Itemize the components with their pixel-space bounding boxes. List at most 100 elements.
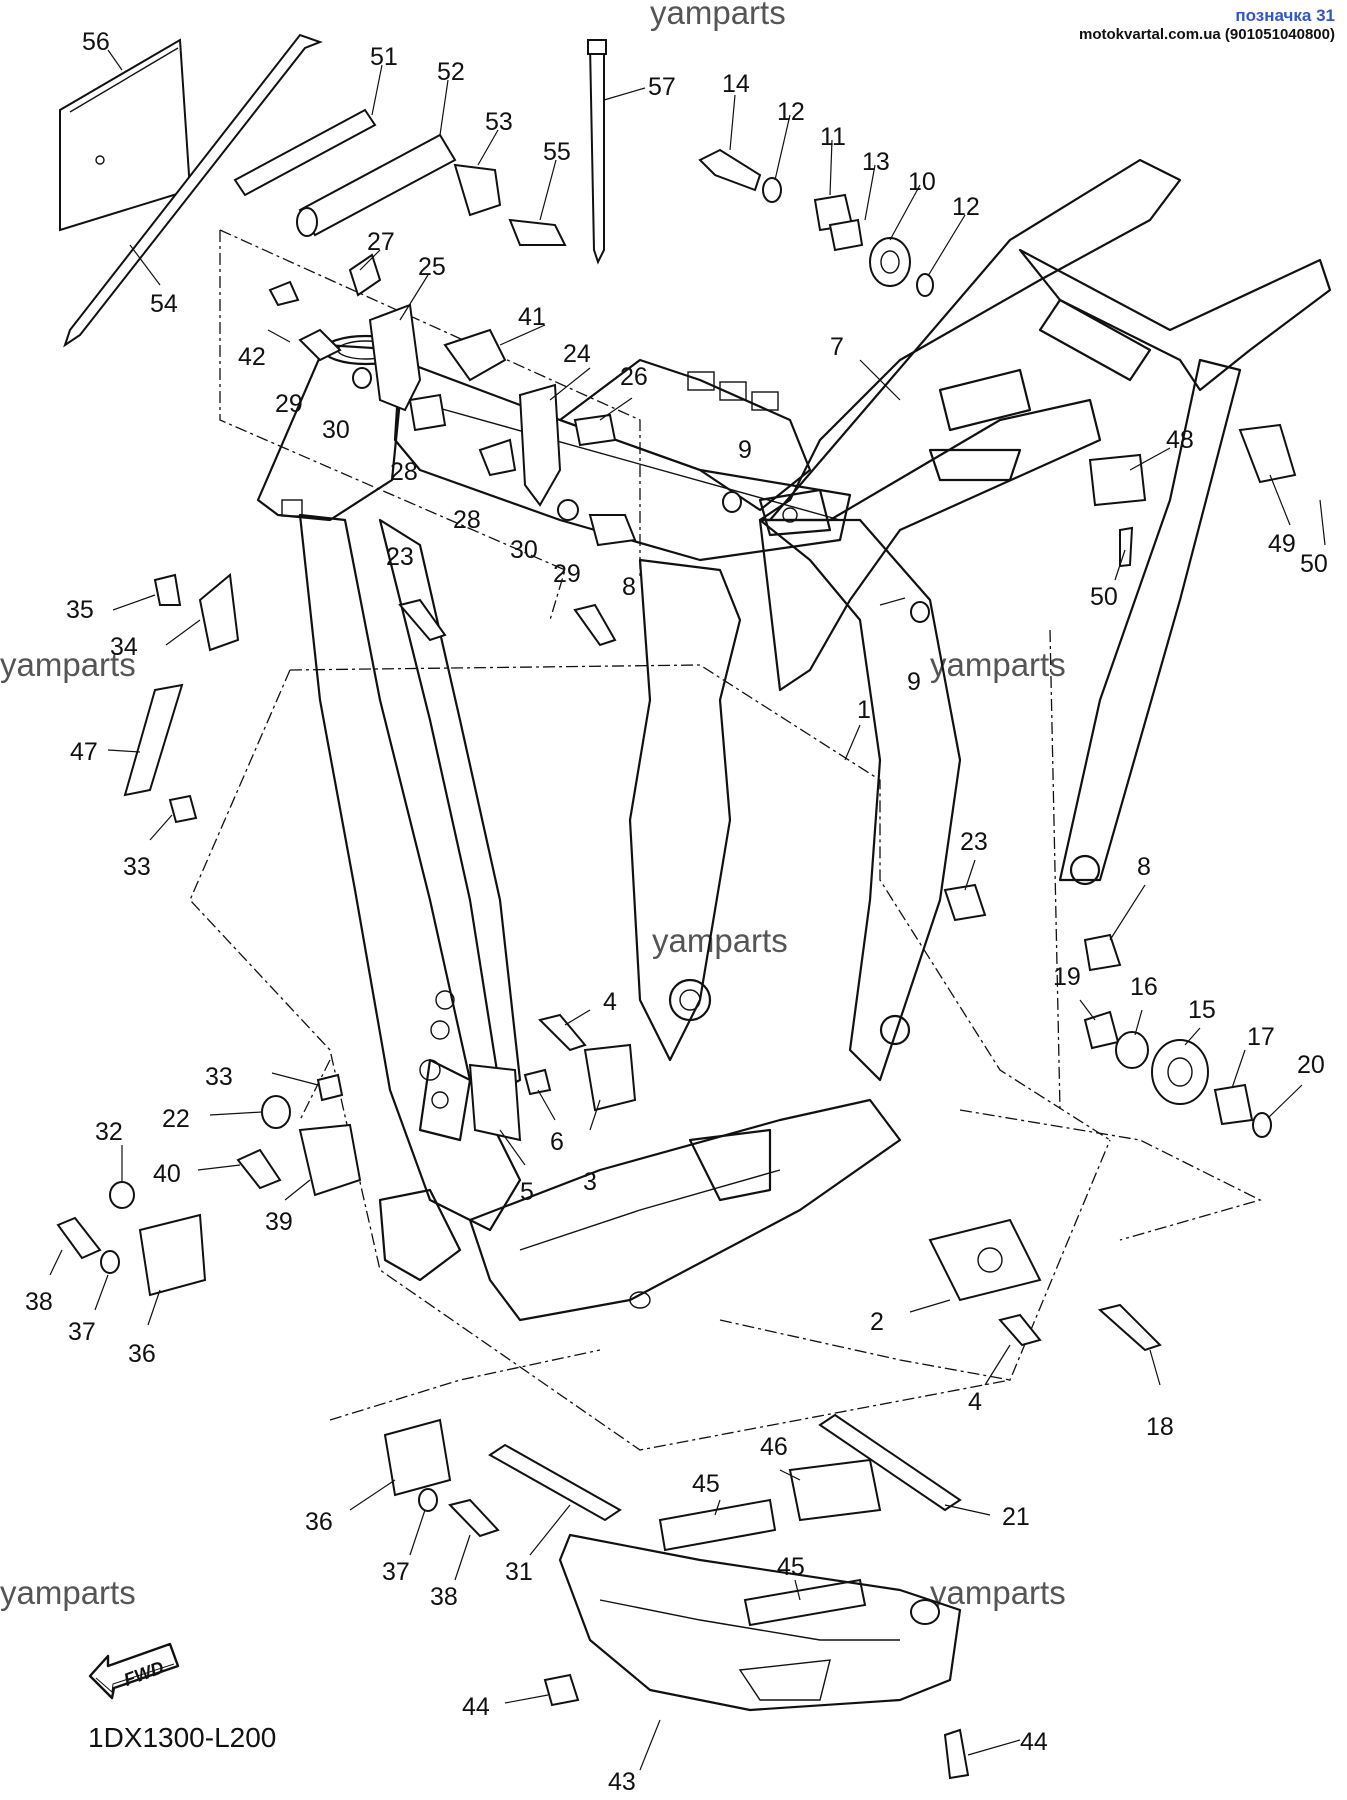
callout-14: 14: [722, 70, 750, 98]
callout-35: 35: [66, 596, 94, 624]
callout-50: 50: [1090, 583, 1118, 611]
callout-1: 1: [857, 696, 871, 724]
callout-55: 55: [543, 138, 571, 166]
part-57-tie: [588, 44, 605, 265]
callout-57: 57: [648, 73, 676, 101]
callout-22: 22: [162, 1105, 190, 1133]
callout-17: 17: [1247, 1023, 1275, 1051]
assembly-outlines: [189, 229, 1262, 1451]
part-3-bracket: [583, 1043, 637, 1112]
leader-lines: [49, 49, 1326, 1771]
part-9-washer: [910, 601, 930, 623]
part-34-clip: [198, 573, 240, 652]
callout-5: 5: [520, 1178, 534, 1206]
callout-30: 30: [510, 536, 538, 564]
callout-2: 2: [870, 1308, 884, 1336]
callout-30: 30: [322, 416, 350, 444]
callout-50: 50: [1300, 550, 1328, 578]
callout-37: 37: [68, 1318, 96, 1346]
part-8-bolt: [573, 603, 617, 647]
callout-43: 43: [608, 1768, 636, 1796]
callout-36: 36: [305, 1508, 333, 1536]
part-6-bolt: [523, 1068, 552, 1096]
part-9-washer: [722, 491, 742, 513]
part-5-clip: [468, 1063, 522, 1142]
linkage-hardware: [1083, 1010, 1272, 1138]
callout-13: 13: [862, 148, 890, 176]
callout-23: 23: [960, 828, 988, 856]
part-38-bolt: [448, 1498, 500, 1538]
part-45-pad: [743, 1578, 867, 1627]
callout-12: 12: [952, 193, 980, 221]
upper-mount-hardware: [698, 148, 934, 297]
callout-51: 51: [370, 43, 398, 71]
callout-29: 29: [553, 560, 581, 588]
watermark: yamparts: [930, 646, 1066, 683]
left-engine-mounts: [56, 1095, 362, 1297]
callout-8: 8: [622, 573, 636, 601]
callout-53: 53: [485, 108, 513, 136]
watermark: yamparts: [0, 1574, 136, 1611]
watermark: yamparts: [652, 922, 788, 959]
skid-plate: [543, 1533, 970, 1780]
part-36-bracket: [383, 1418, 452, 1497]
part-31-bolt: [488, 1443, 622, 1522]
callout-10: 10: [908, 168, 936, 196]
callout-4: 4: [968, 1388, 982, 1416]
header-title: позначка 31: [1235, 6, 1335, 25]
callout-labels: 56 51 52 53 55 57 14 12 11 13 10 12 27 2…: [25, 28, 1328, 1796]
callout-11: 11: [820, 123, 846, 151]
callout-28: 28: [390, 458, 418, 486]
watermark: yamparts: [0, 646, 136, 683]
callout-9: 9: [738, 436, 752, 464]
callout-23: 23: [386, 543, 414, 571]
callout-44: 44: [1020, 1728, 1048, 1756]
callout-27: 27: [367, 228, 395, 256]
callout-39: 39: [265, 1208, 293, 1236]
part-46-block: [788, 1458, 882, 1522]
callout-37: 37: [382, 1558, 410, 1586]
callout-46: 46: [760, 1433, 788, 1461]
bracket-group: [268, 253, 637, 547]
part-4-bolt: [538, 1013, 587, 1052]
part-45-pad: [658, 1498, 777, 1552]
callout-15: 15: [1188, 996, 1216, 1024]
part-33-nut: [168, 794, 198, 824]
callout-33: 33: [123, 853, 151, 881]
right-engine-mount: [928, 1218, 1162, 1352]
part-54-rod: [63, 33, 323, 348]
callout-25: 25: [418, 253, 446, 281]
part-23-bolt: [398, 598, 447, 642]
callout-29: 29: [275, 390, 303, 418]
rear-subframe: [758, 158, 1332, 886]
callout-33: 33: [205, 1063, 233, 1091]
callout-44: 44: [462, 1693, 490, 1721]
callout-9: 9: [907, 668, 921, 696]
part-47-strip: [123, 683, 184, 797]
callout-18: 18: [1146, 1413, 1174, 1441]
callout-45: 45: [692, 1470, 720, 1498]
callout-36: 36: [128, 1340, 156, 1368]
callout-32: 32: [95, 1118, 123, 1146]
part-49-clip: [1238, 423, 1297, 484]
callout-21: 21: [1002, 1503, 1030, 1531]
callout-42: 42: [238, 343, 266, 371]
callout-48: 48: [1166, 426, 1194, 454]
part-35-bolt: [153, 573, 182, 606]
callout-6: 6: [550, 1128, 564, 1156]
callout-3: 3: [583, 1168, 597, 1196]
fwd-arrow-icon: FWD: [88, 1642, 180, 1700]
diagram-code: 1DX1300-L200: [88, 1722, 277, 1753]
part-55: [508, 218, 567, 246]
callout-24: 24: [563, 340, 591, 368]
part-23-bolt: [943, 883, 987, 922]
main-frame: [256, 334, 962, 1322]
callout-28: 28: [453, 506, 481, 534]
callout-31: 31: [505, 1558, 533, 1586]
watermark: yamparts: [930, 1574, 1066, 1611]
callout-40: 40: [153, 1160, 181, 1188]
header-site: motokvartal.com.ua (901051040800): [1079, 25, 1335, 43]
callout-45: 45: [777, 1553, 805, 1581]
callout-47: 47: [70, 738, 98, 766]
